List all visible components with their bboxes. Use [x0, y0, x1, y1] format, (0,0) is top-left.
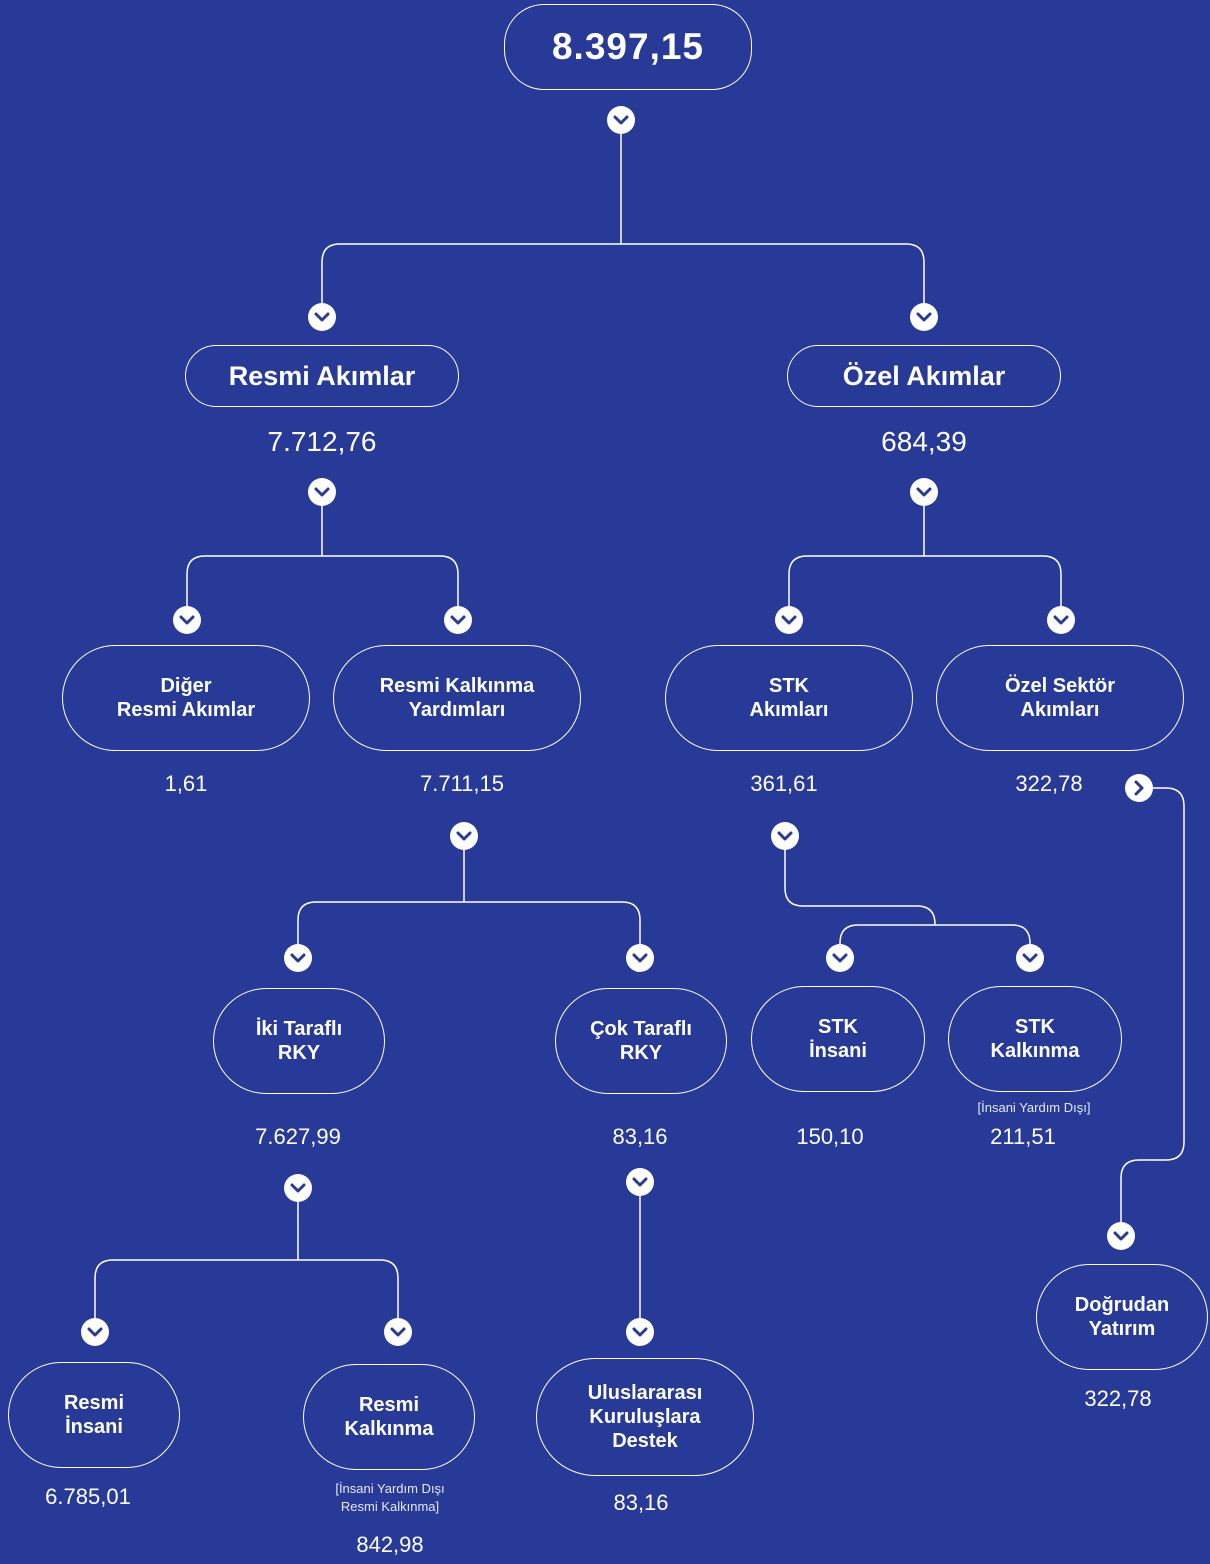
resmi-kalkinma-note-line2: Resmi Kalkınma] [340, 1498, 440, 1514]
connector-sektor [1120, 787, 1185, 1236]
diger-resmi-akimlar-box: Diğer Resmi Akımlar [62, 645, 310, 751]
chevron-down-icon[interactable] [626, 1168, 654, 1196]
stk-akimlari-label-line1: STK [769, 675, 809, 697]
chevron-down-icon[interactable] [450, 822, 478, 850]
cok-tarafli-rky-box: Çok Taraflı RKY [555, 988, 727, 1094]
stk-kalkinma-box: STK Kalkınma [948, 986, 1122, 1092]
resmi-kalkinma-note: [İnsani Yardım Dışı Resmi Kalkınma] [335, 1480, 444, 1515]
stk-kalkinma-note: [İnsani Yardım Dışı] [978, 1099, 1091, 1117]
resmi-akimlar-box: Resmi Akımlar [185, 345, 459, 407]
ozel-akimlar-label: Özel Akımlar [842, 360, 1006, 391]
chevron-down-icon[interactable] [1107, 1222, 1135, 1250]
resmi-kalkinma-yardimlari-label-line2: Yardımları [408, 699, 506, 721]
resmi-kalkinma-yardimlari-box: Resmi Kalkınma Yardımları [333, 645, 581, 751]
iki-tarafli-rky-label-line1: İki Taraflı [255, 1018, 343, 1040]
diger-resmi-akimlar-value: 1,61 [164, 771, 208, 796]
iki-tarafli-rky-value: 7.627,99 [255, 1124, 341, 1149]
connector-iki [94, 1188, 399, 1332]
ozel-sektor-akimlari-value: 322,78 [1015, 771, 1083, 796]
dogrudan-yatirim-value: 322,78 [1084, 1386, 1152, 1411]
chevron-down-icon[interactable] [173, 606, 201, 634]
chevron-down-icon[interactable] [826, 944, 854, 972]
cok-tarafli-rky-value: 83,16 [612, 1124, 668, 1149]
resmi-kalkinma-label-line2: Kalkınma [344, 1418, 434, 1440]
connector-root [321, 130, 925, 320]
resmi-insani-value: 6.785,01 [45, 1484, 131, 1509]
cok-tarafli-rky-label-line2: RKY [619, 1042, 663, 1064]
chevron-down-icon[interactable] [308, 478, 336, 506]
diger-resmi-akimlar-label-line2: Resmi Akımlar [116, 699, 256, 721]
uluslararasi-kuruluslara-destek-value: 83,16 [613, 1490, 669, 1515]
stk-akimlari-value: 361,61 [750, 771, 818, 796]
connector-resmi [186, 492, 459, 620]
chevron-down-icon[interactable] [607, 106, 635, 134]
resmi-akimlar-label: Resmi Akımlar [228, 360, 416, 391]
root-total-box: 8.397,15 [504, 4, 752, 90]
resmi-insani-box: Resmi İnsani [8, 1362, 180, 1468]
dogrudan-yatirim-label-line2: Yatırım [1088, 1318, 1156, 1340]
chevron-down-icon[interactable] [775, 606, 803, 634]
chevron-down-icon[interactable] [284, 1174, 312, 1202]
stk-kalkinma-note-text: [İnsani Yardım Dışı] [977, 1100, 1091, 1115]
ozel-sektor-akimlari-box: Özel Sektör Akımları [936, 645, 1184, 751]
stk-akimlari-label-line2: Akımları [749, 699, 829, 721]
stk-insani-box: STK İnsani [751, 986, 925, 1092]
connector-rky [297, 836, 641, 958]
chevron-down-icon[interactable] [1016, 944, 1044, 972]
stk-insani-label-line2: İnsani [809, 1040, 867, 1062]
resmi-insani-label-line2: İnsani [65, 1416, 123, 1438]
ozel-sektor-akimlari-label-line2: Akımları [1020, 699, 1100, 721]
stk-kalkinma-label-line1: STK [1015, 1016, 1055, 1038]
chevron-down-icon[interactable] [626, 944, 654, 972]
uluslararasi-label-line2: Kuruluşlara [589, 1406, 701, 1428]
chevron-down-icon[interactable] [284, 944, 312, 972]
stk-kalkinma-label-line2: Kalkınma [990, 1040, 1080, 1062]
resmi-kalkinma-box: Resmi Kalkınma [303, 1364, 475, 1470]
iki-tarafli-rky-box: İki Taraflı RKY [213, 988, 385, 1094]
stk-insani-label-line1: STK [817, 1016, 858, 1038]
dogrudan-yatirim-label-line1: Doğrudan [1074, 1294, 1170, 1316]
connector-stk [784, 836, 1031, 958]
uluslararasi-kuruluslara-destek-box: Uluslararası Kuruluşlara Destek [536, 1358, 754, 1476]
chevron-down-icon[interactable] [910, 478, 938, 506]
ozel-sektor-akimlari-label-line1: Özel Sektör [1004, 675, 1116, 697]
diger-resmi-akimlar-label-line1: Diğer [160, 675, 212, 697]
chevron-down-icon[interactable] [626, 1318, 654, 1346]
uluslararasi-label-line3: Destek [612, 1430, 678, 1452]
ozel-akimlar-box: Özel Akımlar [787, 345, 1061, 407]
chevron-down-icon[interactable] [308, 303, 336, 331]
dogrudan-yatirim-box: Doğrudan Yatırım [1036, 1264, 1208, 1370]
stk-insani-value: 150,10 [796, 1124, 864, 1149]
chevron-right-icon[interactable] [1125, 774, 1153, 802]
resmi-insani-label-line1: Resmi [63, 1392, 125, 1414]
chevron-down-icon[interactable] [910, 303, 938, 331]
chevron-down-icon[interactable] [384, 1318, 412, 1346]
resmi-kalkinma-yardimlari-label-line1: Resmi Kalkınma [379, 675, 535, 697]
connector-ozel [788, 492, 1062, 620]
resmi-kalkinma-value: 842,98 [356, 1532, 424, 1557]
stk-kalkinma-value: 211,51 [990, 1124, 1056, 1149]
cok-tarafli-rky-label-line1: Çok Taraflı [590, 1018, 692, 1040]
resmi-kalkinma-note-line1: [İnsani Yardım Dışı [335, 1481, 445, 1496]
resmi-kalkinma-label-line1: Resmi [358, 1394, 420, 1416]
iki-tarafli-rky-label-line2: RKY [277, 1042, 321, 1064]
chevron-down-icon[interactable] [1047, 606, 1075, 634]
chevron-down-icon[interactable] [771, 822, 799, 850]
ozel-akimlar-value: 684,39 [881, 426, 967, 457]
stk-akimlari-box: STK Akımları [665, 645, 913, 751]
resmi-akimlar-value: 7.712,76 [267, 426, 377, 457]
chevron-down-icon[interactable] [444, 606, 472, 634]
uluslararasi-label-line1: Uluslararası [587, 1382, 703, 1404]
root-total-value: 8.397,15 [551, 25, 705, 67]
chevron-down-icon[interactable] [81, 1318, 109, 1346]
resmi-kalkinma-yardimlari-value: 7.711,15 [419, 771, 505, 796]
